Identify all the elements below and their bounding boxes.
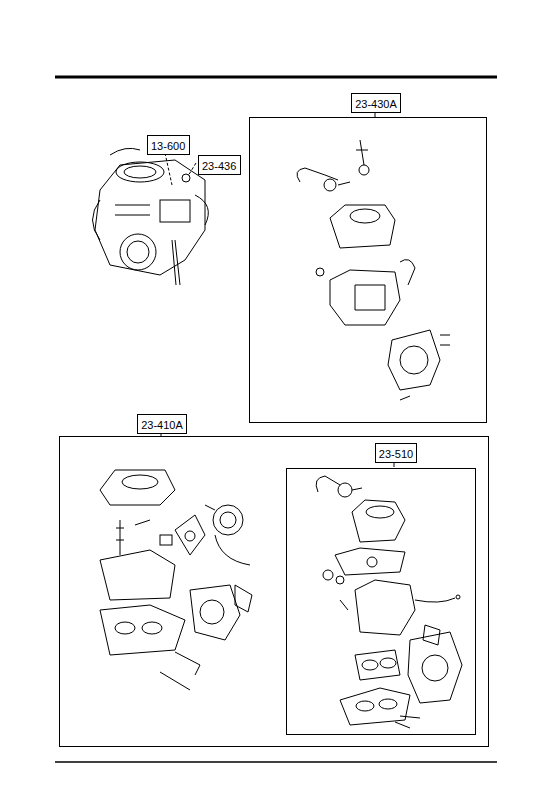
parts-set-c xyxy=(336,576,344,584)
group-frame: 23-430A xyxy=(249,117,487,423)
parts-set-a xyxy=(330,270,400,325)
parts-set-a xyxy=(316,268,324,276)
group-frame: 23-510 xyxy=(286,468,476,735)
rule-line xyxy=(55,77,497,762)
section-number-text: 13-600 xyxy=(151,140,185,153)
parts-set-c xyxy=(379,699,397,709)
callout-leader xyxy=(165,153,196,185)
parts-set-c xyxy=(335,548,405,575)
parts-set-c xyxy=(356,701,374,711)
parts-set-a xyxy=(338,140,368,185)
section-number-text: 23-436 xyxy=(202,160,236,173)
group-frame: 23-51023-410A xyxy=(59,436,489,747)
parts-set-b xyxy=(116,520,150,555)
parts-set-b xyxy=(100,470,252,690)
parts-set-c xyxy=(355,650,400,680)
parts-set-a xyxy=(359,165,369,175)
parts-set-c xyxy=(456,595,460,599)
parts-set-c xyxy=(366,506,394,518)
section-number: 23-410A xyxy=(137,414,187,434)
rule-line xyxy=(55,761,497,763)
parts-set-c xyxy=(340,600,440,645)
parts-set-a xyxy=(297,140,450,400)
parts-set-b xyxy=(160,652,200,690)
section-number: 23-510 xyxy=(375,443,417,463)
section-number-text: 23-510 xyxy=(379,448,413,461)
section-number: 13-600 xyxy=(151,136,186,154)
section-number: 23-430A xyxy=(351,93,401,113)
parts-set-c xyxy=(415,598,455,602)
parts-set-b xyxy=(200,600,224,624)
parts-set-b xyxy=(100,470,175,505)
parts-set-a xyxy=(388,330,440,390)
parts-set-a xyxy=(400,335,450,400)
parts-set-c xyxy=(338,483,352,497)
parts-set-a xyxy=(400,260,415,285)
rule-line xyxy=(55,76,497,79)
parts-set-b xyxy=(160,535,172,545)
callout-box: 23-436 xyxy=(198,155,241,175)
parts-set-b xyxy=(122,475,158,489)
carburetor-assembly xyxy=(160,200,190,222)
carburetor-assembly xyxy=(120,234,156,270)
parts-set-b xyxy=(100,550,175,600)
carburetor-assembly xyxy=(182,174,190,182)
parts-set-c xyxy=(352,488,362,490)
section-number-text: 23-410A xyxy=(141,419,183,432)
parts-set-b xyxy=(190,585,240,640)
parts-set-b xyxy=(115,622,135,634)
parts-set-a xyxy=(324,179,336,191)
section-number-text: 23-430A xyxy=(355,98,397,111)
parts-set-a xyxy=(297,168,338,182)
carburetor-assembly xyxy=(116,162,164,182)
parts-set-b xyxy=(142,622,162,634)
parts-set-c xyxy=(422,655,448,681)
section-number: 23-436 xyxy=(202,156,237,174)
parts-set-c xyxy=(362,660,378,670)
parts-set-a xyxy=(350,209,380,223)
parts-set-c xyxy=(380,658,396,668)
parts-set-b xyxy=(205,505,250,565)
parts-set-b xyxy=(220,512,236,528)
carburetor-assembly xyxy=(127,241,149,263)
parts-set-a xyxy=(400,346,428,374)
parts-set-c xyxy=(352,500,405,542)
parts-set-b xyxy=(185,531,195,541)
carburetor-assembly xyxy=(93,146,209,285)
tab-leader xyxy=(161,109,394,467)
parts-set-c xyxy=(395,716,420,728)
carburetor-assembly xyxy=(115,195,208,225)
parts-set-a xyxy=(330,205,395,248)
carburetor-assembly xyxy=(124,166,156,178)
parts-set-b xyxy=(100,605,185,655)
parts-set-c xyxy=(323,570,333,580)
carburetor-assembly xyxy=(95,160,205,275)
callout-box: 13-600 xyxy=(147,135,190,155)
parts-set-c xyxy=(316,476,340,492)
parts-set-c xyxy=(355,580,415,635)
parts-set-c xyxy=(316,476,462,728)
parts-set-a xyxy=(355,285,385,310)
parts-set-c xyxy=(367,557,377,567)
parts-set-b xyxy=(213,505,243,535)
parts-set-b xyxy=(235,585,252,612)
parts-set-b xyxy=(175,515,205,555)
callout-leader xyxy=(165,153,172,185)
parts-set-c xyxy=(408,632,462,703)
parts-set-c xyxy=(340,688,410,725)
